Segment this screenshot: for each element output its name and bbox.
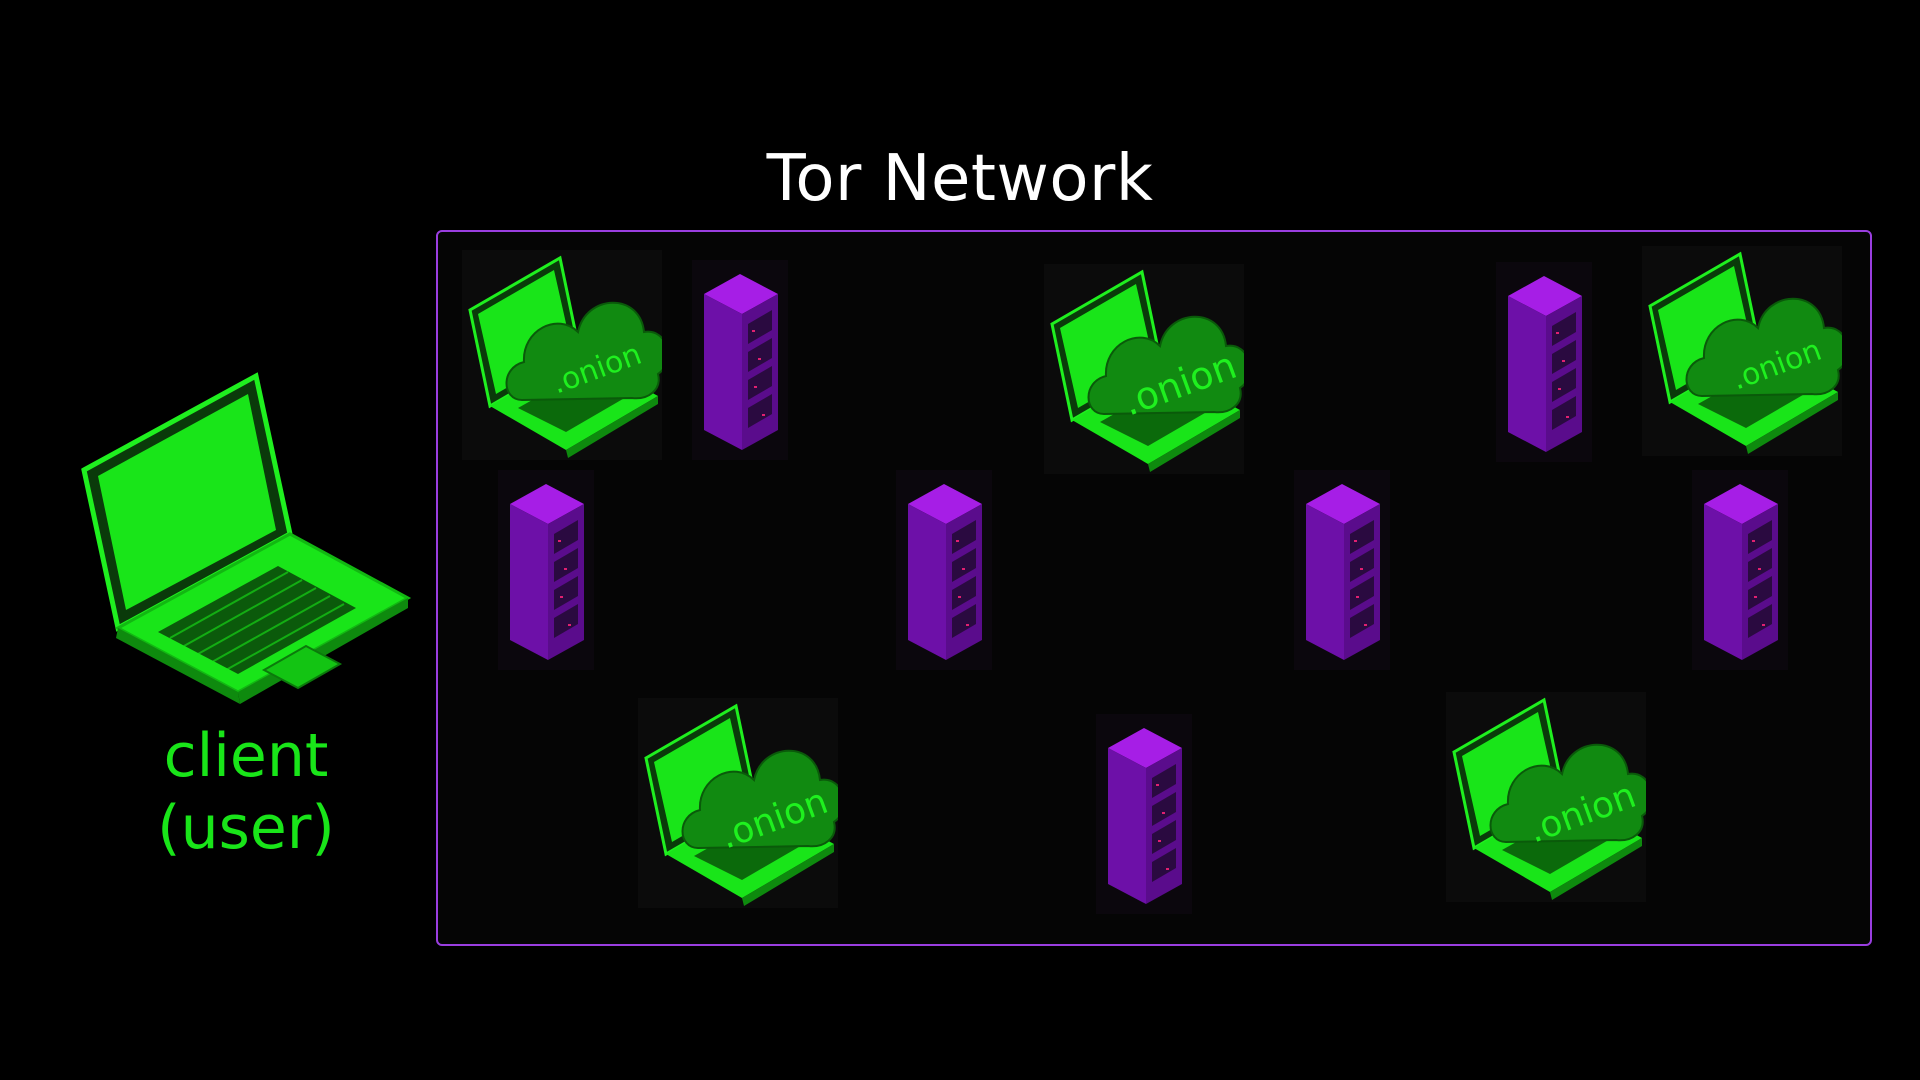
onion-laptop-icon: .onion (462, 250, 662, 460)
onion-laptop-icon: .onion (1642, 246, 1842, 456)
server-rack-icon (1692, 470, 1788, 670)
server-rack-icon (896, 470, 992, 670)
client-label-line1: client (163, 721, 329, 791)
onion-laptop-icon: .onion (1044, 264, 1244, 474)
server-rack-icon (692, 260, 788, 460)
onion-laptop-icon: .onion (1446, 692, 1646, 902)
client-label: client (user) (128, 720, 364, 864)
laptop-icon (81, 372, 412, 704)
server-rack-icon (1096, 714, 1192, 914)
server-rack-icon (1496, 262, 1592, 462)
server-rack-icon (1294, 470, 1390, 670)
client-label-line2: (user) (157, 793, 335, 863)
diagram-title: Tor Network (766, 142, 1154, 216)
onion-laptop-icon: .onion (638, 698, 838, 908)
server-rack-icon (498, 470, 594, 670)
